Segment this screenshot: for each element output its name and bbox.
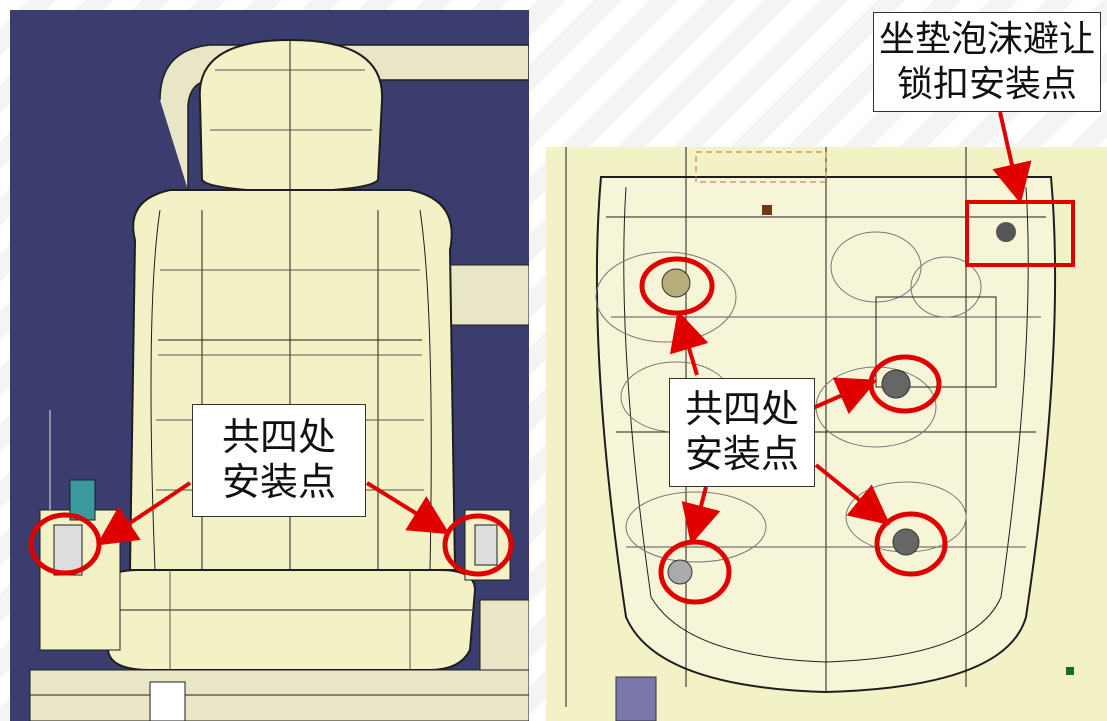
mount-label-right-line2: 安装点 [684, 432, 799, 476]
cushion-bottom-view [546, 147, 1107, 721]
mount-label-left-line1: 共四处 [221, 415, 336, 459]
buckle-mount-label: 坐垫泡沫避让 锁扣安装点 [873, 12, 1101, 112]
mount-points-label-left: 共四处 安装点 [192, 404, 366, 517]
mount-label-right-line1: 共四处 [684, 387, 799, 431]
buckle-label-line2: 锁扣安装点 [896, 64, 1077, 105]
seat-front-drawing [10, 10, 529, 721]
mount-points-label-right: 共四处 安装点 [669, 378, 815, 487]
mount-label-left-line2: 安装点 [221, 460, 336, 504]
cushion-bottom-drawing [546, 147, 1107, 721]
seat-front-view [10, 10, 529, 721]
buckle-label-line1: 坐垫泡沫避让 [878, 19, 1095, 60]
